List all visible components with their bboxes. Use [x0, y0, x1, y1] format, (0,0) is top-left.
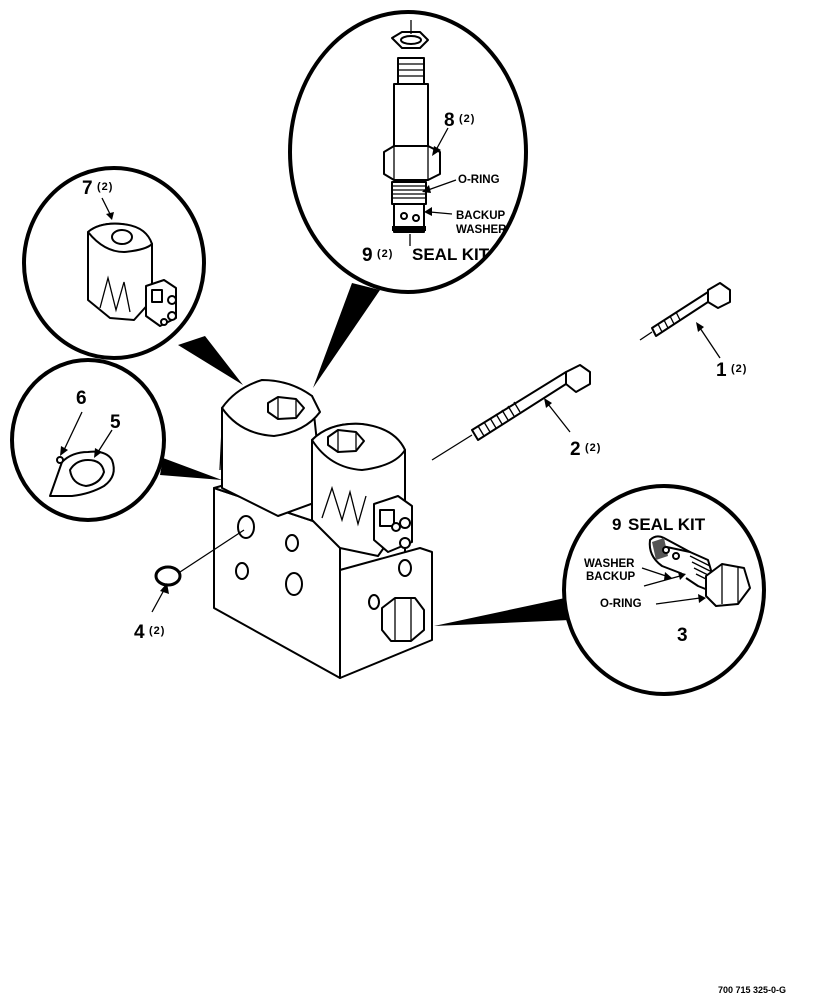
label-part-7-qty: (2) — [97, 181, 113, 193]
bolt-short — [639, 282, 731, 341]
label-top-backup: BACKUP — [456, 210, 506, 222]
detail-circle-coil — [22, 166, 206, 360]
figure-id: 700 715 325-0-G — [718, 985, 786, 995]
label-part-5: 5 — [110, 412, 121, 433]
detail-pointer-top — [313, 283, 380, 388]
detail-pointer-right — [434, 598, 570, 626]
label-part-4-qty: (2) — [149, 625, 165, 637]
label-part-2: 2 — [570, 439, 581, 460]
label-part-8-qty: (2) — [459, 113, 475, 125]
label-part-1: 1 — [716, 360, 727, 381]
label-right-seal-kit-number: 9 — [612, 515, 621, 534]
detail-circle-cartridge-right — [562, 484, 766, 696]
label-top-oring: O-RING — [458, 174, 500, 186]
solenoid-coil-back — [219, 379, 323, 517]
label-top-seal-kit: SEAL KIT — [412, 245, 490, 264]
bolt-long — [431, 364, 591, 461]
label-part-7: 7 — [82, 178, 93, 199]
detail-circle-washer — [10, 358, 166, 522]
label-part-9: 9 — [362, 245, 373, 266]
solenoid-coil-front — [311, 422, 413, 557]
detail-pointer-coil — [178, 336, 243, 385]
label-right-backup: BACKUP — [586, 571, 636, 583]
label-part-4: 4 — [134, 622, 145, 643]
label-right-oring: O-RING — [600, 598, 642, 610]
label-top-washer: WASHER — [456, 224, 507, 236]
oring-part-4 — [154, 529, 245, 587]
detail-circle-cartridge-top — [288, 10, 528, 294]
label-part-3: 3 — [677, 625, 688, 646]
label-part-1-qty: (2) — [731, 363, 747, 375]
detail-pointer-left — [160, 458, 222, 480]
label-part-6: 6 — [76, 388, 87, 409]
label-part-8: 8 — [444, 110, 455, 131]
label-part-9-qty: (2) — [377, 248, 393, 260]
label-right-seal-kit: SEAL KIT — [628, 515, 706, 534]
label-right-washer: WASHER — [584, 558, 635, 570]
label-part-2-qty: (2) — [585, 442, 601, 454]
